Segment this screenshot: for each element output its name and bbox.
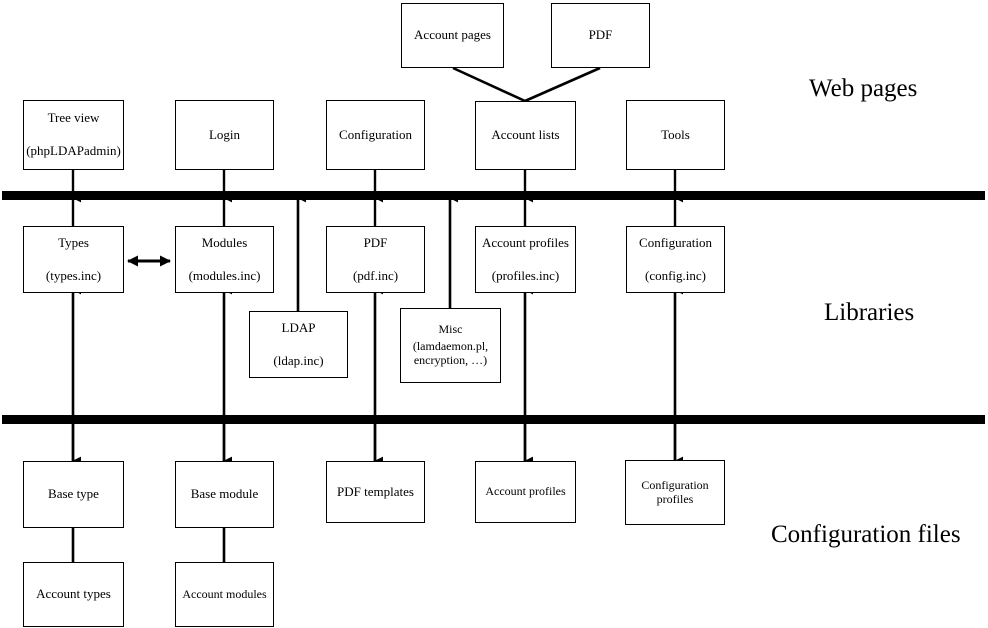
- node-label: Tools: [661, 126, 690, 142]
- node-sublabel: (profiles.inc): [491, 267, 560, 283]
- node-misc[interactable]: Misc (lamdaemon.pl, encryption, …): [400, 308, 501, 383]
- node-sublabel: (config.inc): [644, 267, 706, 283]
- node-label: LDAP: [281, 319, 316, 335]
- node-tools[interactable]: Tools: [626, 100, 725, 170]
- node-label: Modules: [201, 234, 248, 250]
- node-label: Base type: [48, 486, 99, 502]
- node-base-module[interactable]: Base module: [175, 461, 274, 528]
- node-account-lists[interactable]: Account lists: [475, 101, 576, 170]
- node-label: Account pages: [414, 27, 491, 43]
- node-label: Types: [58, 234, 89, 250]
- node-login[interactable]: Login: [175, 100, 274, 170]
- node-sublabel: (pdf.inc): [352, 267, 399, 283]
- node-label: PDF: [363, 234, 388, 250]
- node-label: Account profiles: [481, 234, 569, 250]
- node-sublabel: (modules.inc): [188, 267, 261, 283]
- connector-pdf-to-account-lists: [524, 66, 601, 103]
- node-label: Base module: [190, 486, 259, 502]
- section-label-configuration-files: Configuration files: [771, 521, 961, 548]
- node-account-profiles-lib[interactable]: Account profiles (profiles.inc): [475, 226, 576, 293]
- node-pdf-templates[interactable]: PDF templates: [326, 461, 425, 523]
- node-label: PDF: [588, 27, 613, 43]
- node-ldap[interactable]: LDAP (ldap.inc): [249, 311, 348, 378]
- node-pdf-lib[interactable]: PDF (pdf.inc): [326, 226, 425, 293]
- upper-separator-bar: [2, 191, 985, 200]
- node-label: Configuration: [639, 234, 712, 250]
- node-sublabel: (phpLDAPadmin): [26, 143, 121, 158]
- node-tree-view[interactable]: Tree view (phpLDAPadmin): [23, 100, 124, 170]
- node-sublabel: (types.inc): [45, 267, 102, 283]
- node-types[interactable]: Types (types.inc): [23, 226, 124, 293]
- node-label: Configuration: [641, 477, 709, 492]
- lower-separator-bar: [2, 415, 985, 424]
- node-label: Account types: [36, 586, 111, 602]
- node-account-modules[interactable]: Account modules: [175, 562, 274, 627]
- node-base-type[interactable]: Base type: [23, 461, 124, 528]
- node-configuration-lib[interactable]: Configuration (config.inc): [626, 226, 725, 293]
- node-sublabel: (lamdaemon.pl,: [412, 339, 489, 354]
- node-label: Tree view: [47, 110, 100, 126]
- node-account-profiles-file[interactable]: Account profiles: [475, 461, 576, 523]
- section-label-web-pages: Web pages: [809, 75, 918, 102]
- node-configuration-profiles[interactable]: Configuration profiles: [625, 460, 725, 525]
- node-label: Login: [208, 126, 241, 142]
- node-sublabel: (ldap.inc): [273, 352, 324, 368]
- node-account-types[interactable]: Account types: [23, 562, 124, 627]
- node-label: Configuration: [339, 126, 412, 142]
- node-label: Account profiles: [485, 484, 566, 499]
- connector-account-pages-to-account-lists: [452, 66, 526, 103]
- node-sublabel-2: encryption, …): [413, 352, 488, 367]
- node-label: Account modules: [182, 586, 267, 601]
- node-pdf-page[interactable]: PDF: [551, 3, 650, 68]
- node-configuration-page[interactable]: Configuration: [326, 100, 425, 170]
- node-label: Misc: [438, 322, 463, 337]
- node-label: Account lists: [491, 127, 560, 143]
- node-account-pages[interactable]: Account pages: [401, 3, 504, 68]
- node-label: PDF templates: [337, 483, 414, 499]
- node-sublabel: profiles: [656, 491, 694, 506]
- section-label-libraries: Libraries: [824, 299, 915, 326]
- node-modules[interactable]: Modules (modules.inc): [175, 226, 274, 293]
